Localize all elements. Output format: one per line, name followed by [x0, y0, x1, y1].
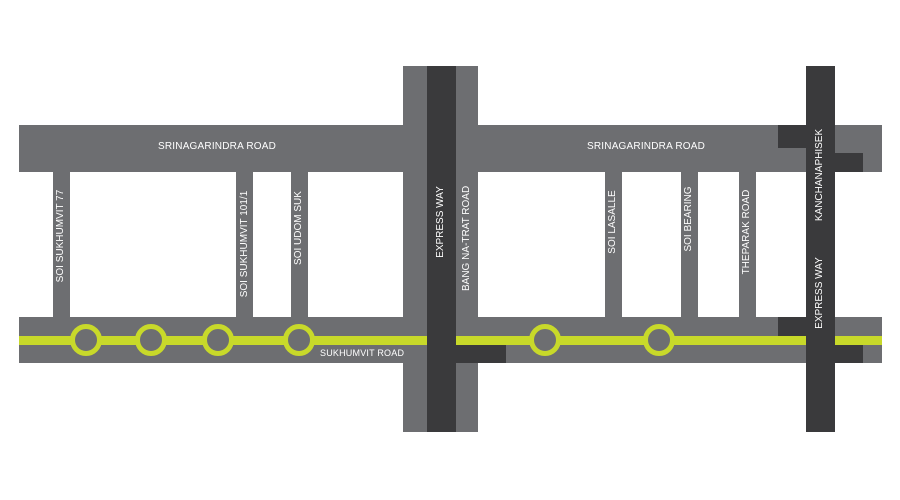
soi-sukhumvit-77-road — [53, 172, 70, 317]
sukhumvit-road-label: SUKHUMVIT ROAD — [320, 348, 405, 358]
center-expressway — [427, 66, 456, 432]
srinagarindra-road-left — [19, 125, 403, 172]
soi-sukhumvit-77-label: SOI SUKHUMVIT 77 — [55, 189, 66, 283]
station-1[interactable] — [70, 324, 102, 356]
rail-line-right — [456, 336, 806, 345]
soi-sukhumvit-101-1-label: SOI SUKHUMVIT 101/1 — [239, 190, 250, 298]
right-ramp-bottom-left — [778, 317, 806, 336]
station-6[interactable] — [643, 324, 675, 356]
theparak-road-label: THEPARAK ROAD — [741, 189, 752, 275]
kanchanaphisek-label: KANCHANAPHISEK — [814, 128, 825, 222]
center-expressway-label: EXPRESS WAY — [435, 186, 446, 258]
bangna-trat-road-label: BANG NA-TRAT ROAD — [461, 185, 472, 291]
soi-lasalle-label: SOI LASALLE — [607, 190, 618, 254]
soi-bearing-label: SOI BEARING — [683, 186, 694, 252]
station-3[interactable] — [202, 324, 234, 356]
right-ramp-top-left — [778, 125, 806, 148]
srinagarindra-road-left-label: SRINAGARINDRA ROAD — [158, 141, 277, 152]
center-expressway-ramp — [456, 340, 506, 363]
right-expressway — [806, 66, 835, 432]
right-ramp-top-right — [835, 153, 863, 172]
soi-udom-suk-label: SOI UDOM SUK — [293, 191, 304, 265]
station-4[interactable] — [283, 324, 315, 356]
right-expressway-label: EXPRESS WAY — [814, 257, 825, 329]
rail-line-end — [835, 336, 882, 345]
right-ramp-bottom-right — [835, 345, 863, 363]
soi-bearing-road — [681, 172, 698, 317]
srinagarindra-road-right-label: SRINAGARINDRA ROAD — [587, 141, 706, 152]
station-2[interactable] — [135, 324, 167, 356]
soi-lasalle-road — [605, 172, 622, 317]
soi-udom-suk-road — [291, 172, 308, 317]
station-5[interactable] — [529, 324, 561, 356]
theparak-road — [739, 172, 756, 317]
soi-sukhumvit-101-1-road — [236, 172, 253, 317]
